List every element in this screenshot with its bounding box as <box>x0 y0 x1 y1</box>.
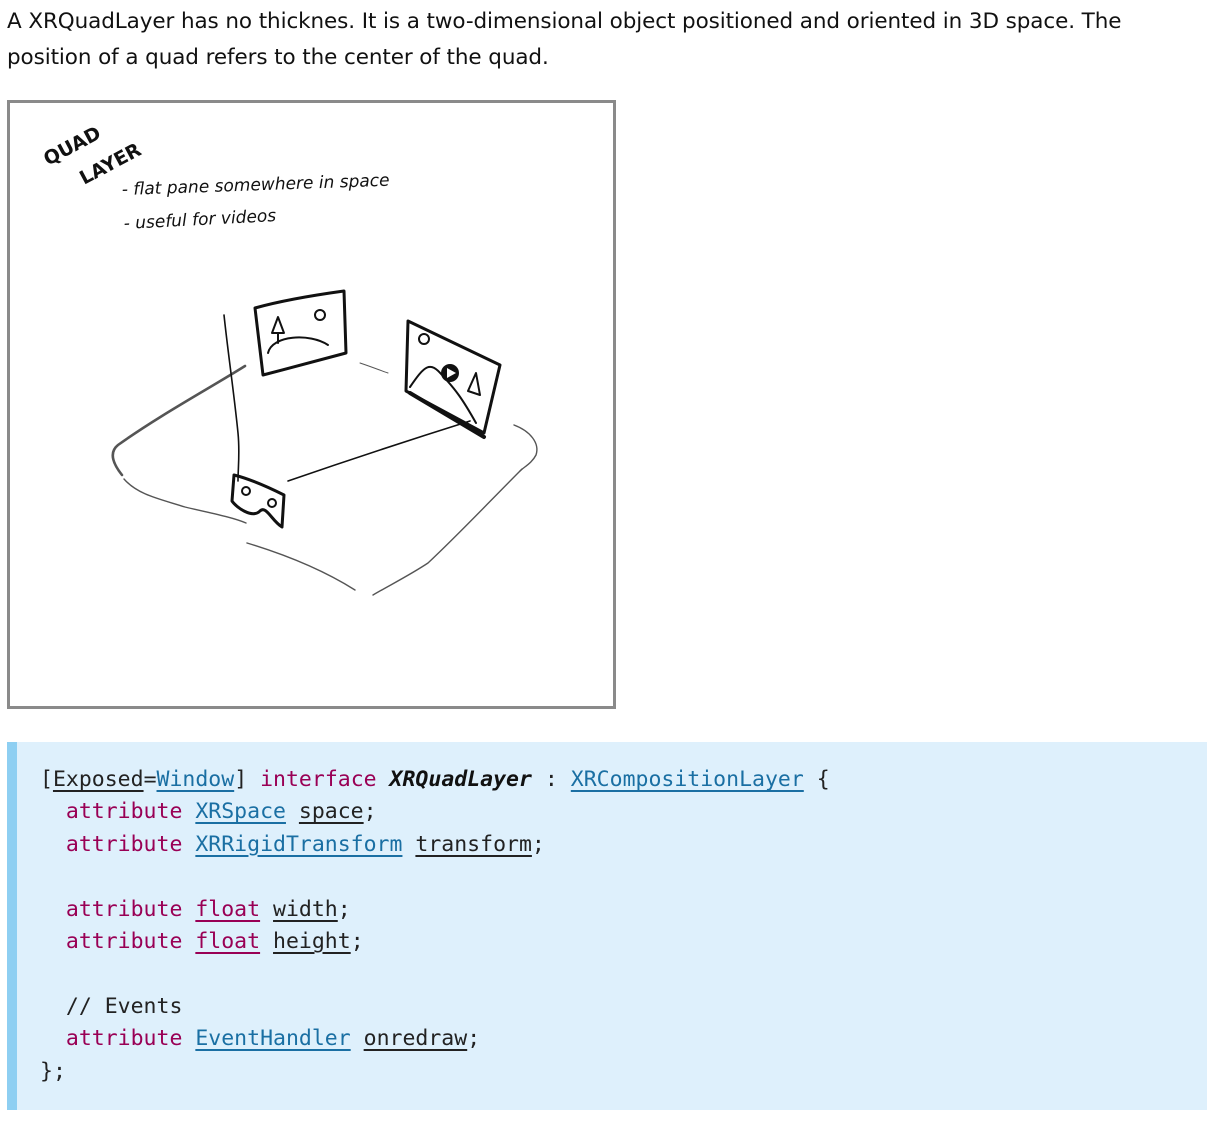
interface-name: XRQuadLayer <box>389 767 532 792</box>
webidl-code-block: [Exposed=Window] interface XRQuadLayer :… <box>7 742 1207 1110</box>
intro-paragraph: A XRQuadLayer has no thicknes. It is a t… <box>7 9 1122 70</box>
webidl-code: [Exposed=Window] interface XRQuadLayer :… <box>40 767 830 1084</box>
eventhandler-type-link[interactable]: EventHandler <box>195 1026 351 1052</box>
sketch-note-flat-pane: - flat pane somewhere in space <box>121 171 389 200</box>
window-link[interactable]: Window <box>156 767 235 792</box>
quad-layer-sketch-figure: QUAD LAYER - flat pane somewhere in spac… <box>7 100 616 709</box>
pole-line <box>223 314 240 482</box>
xrcompositionlayer-link[interactable]: XRCompositionLayer <box>570 767 804 792</box>
float-type-link[interactable]: float <box>195 896 261 922</box>
floor-line <box>287 420 471 482</box>
width-attribute-link[interactable]: width <box>273 896 338 922</box>
onredraw-attribute-link[interactable]: onredraw <box>363 1026 468 1052</box>
space-attribute-link[interactable]: space <box>298 799 364 825</box>
transform-attribute-link[interactable]: transform <box>415 831 532 857</box>
quad-screen-right <box>404 319 502 439</box>
xrspace-type-link[interactable]: XRSpace <box>195 799 286 825</box>
floor-outline <box>111 362 538 596</box>
quad-screen-left <box>253 289 348 377</box>
sketch-note-videos: - useful for videos <box>123 206 277 234</box>
events-comment: // Events <box>65 993 183 1019</box>
interface-keyword: interface <box>260 767 377 792</box>
quad-layer-sketch: QUAD LAYER - flat pane somewhere in spac… <box>40 122 538 596</box>
closing-brace: }; <box>40 1058 66 1084</box>
headset-sketch <box>230 473 286 529</box>
float-type-link[interactable]: float <box>195 929 261 955</box>
exposed-ext-attr-link[interactable]: Exposed <box>52 767 144 792</box>
height-attribute-link[interactable]: height <box>273 929 351 955</box>
xrrigidtransform-type-link[interactable]: XRRigidTransform <box>195 831 403 857</box>
